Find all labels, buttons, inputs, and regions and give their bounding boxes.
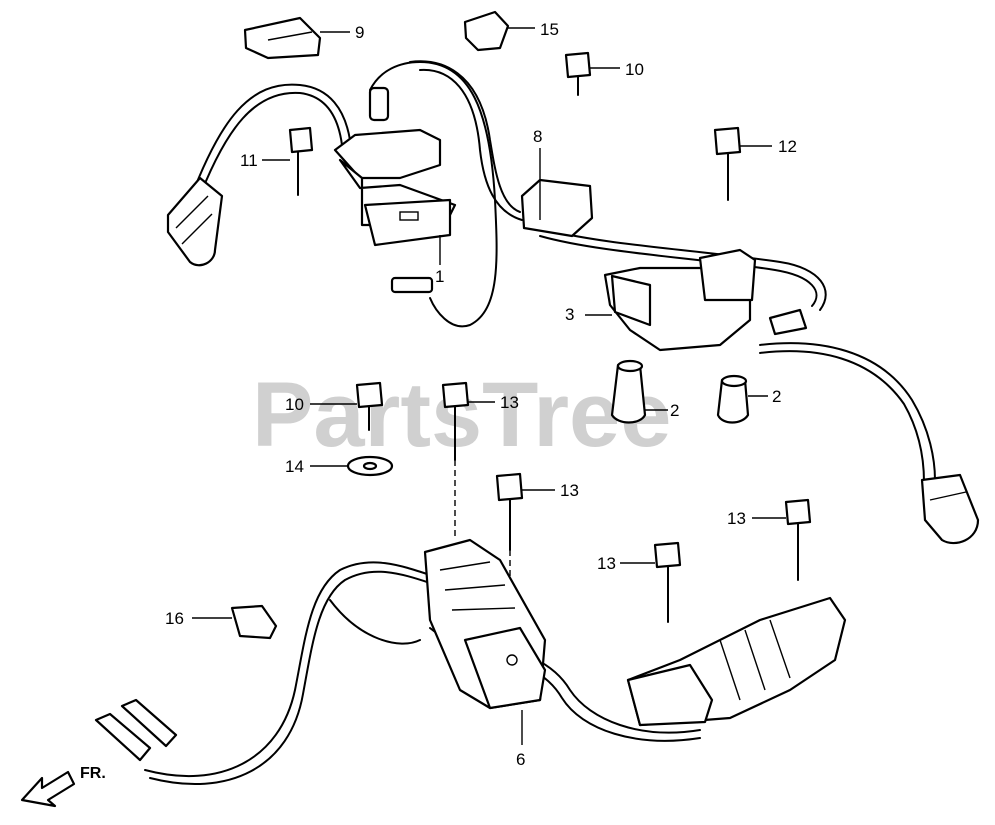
bolt-icon bbox=[784, 498, 812, 581]
ignition-coil-icon bbox=[603, 248, 808, 352]
watermark: PartsTree bbox=[252, 364, 671, 466]
callout-2: 2 bbox=[670, 401, 679, 420]
bolt-icon bbox=[288, 126, 314, 196]
spark-plug-cap-icon bbox=[166, 176, 224, 267]
direction-label: FR. bbox=[80, 765, 106, 782]
callout-14: 14 bbox=[285, 457, 304, 476]
ignition-coil-icon bbox=[626, 596, 847, 727]
callout-13: 13 bbox=[727, 509, 746, 528]
callout-11: 11 bbox=[240, 151, 258, 170]
bolt-icon bbox=[495, 472, 524, 551]
leader-lines bbox=[192, 27, 786, 745]
bolt-icon bbox=[355, 381, 384, 431]
grommet-icon bbox=[610, 359, 647, 424]
lower-wiring bbox=[144, 460, 701, 786]
callout-12: 12 bbox=[778, 137, 797, 156]
ignition-coil-icon bbox=[423, 538, 547, 710]
callout-13: 13 bbox=[560, 481, 579, 500]
callout-3: 3 bbox=[565, 305, 574, 324]
callout-10: 10 bbox=[285, 395, 304, 414]
connector-icon bbox=[520, 178, 594, 238]
ignition-coil-icon bbox=[333, 128, 457, 247]
bolt-icon bbox=[441, 381, 470, 461]
grommet-icon bbox=[716, 374, 750, 424]
callout-1: 1 bbox=[435, 267, 444, 286]
clip-icon bbox=[463, 10, 510, 52]
washer-icon bbox=[346, 455, 394, 477]
bolt-icon bbox=[564, 51, 592, 96]
callout-2: 2 bbox=[772, 387, 781, 406]
bolt-icon bbox=[653, 541, 682, 623]
connector-icon bbox=[368, 86, 434, 294]
clip-icon bbox=[230, 604, 278, 640]
spark-plug-cap-icon bbox=[920, 473, 980, 545]
callout-13: 13 bbox=[500, 393, 519, 412]
callout-15: 15 bbox=[540, 20, 559, 39]
callout-8: 8 bbox=[533, 127, 542, 146]
callout-6: 6 bbox=[516, 750, 525, 769]
bolt-icon bbox=[713, 126, 742, 201]
connector-icon bbox=[94, 698, 178, 762]
callout-10: 10 bbox=[625, 60, 644, 79]
callout-16: 16 bbox=[165, 609, 184, 628]
clip-icon bbox=[243, 16, 322, 60]
callout-13: 13 bbox=[597, 554, 616, 573]
arrow-front-icon: FR. bbox=[20, 765, 106, 808]
callout-9: 9 bbox=[355, 23, 364, 42]
